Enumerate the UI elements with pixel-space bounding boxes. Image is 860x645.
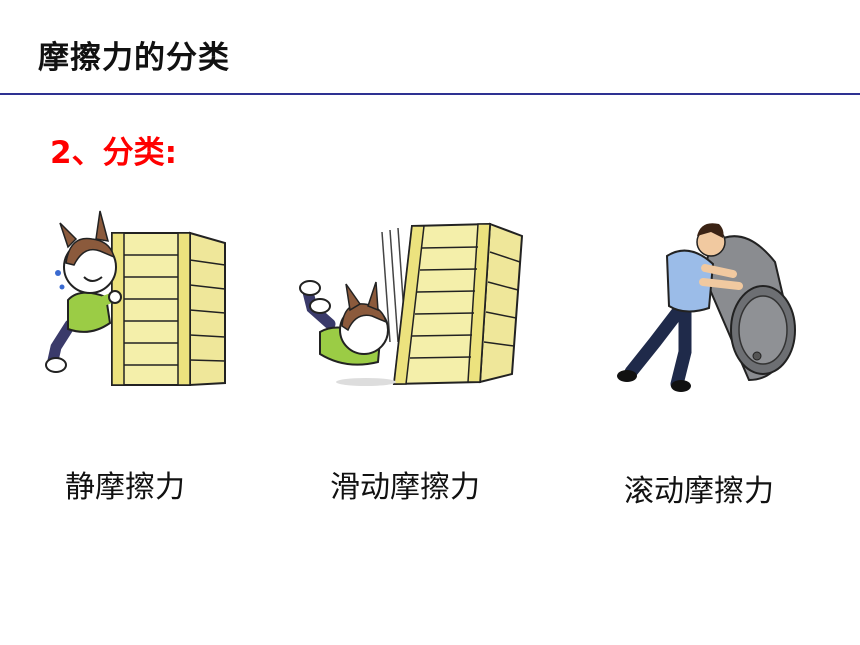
title-underline <box>0 93 860 95</box>
rolling-friction-label: 滚动摩擦力 <box>624 474 774 509</box>
person-sliding-under-crate-icon <box>299 222 524 386</box>
slide-title: 摩擦力的分类 <box>38 40 230 76</box>
section-subtitle: 2、分类: <box>50 135 177 171</box>
person-rolling-barrel-icon <box>617 223 796 392</box>
static-friction-label: 静摩擦力 <box>65 470 185 505</box>
person-pushing-crate-icon <box>45 210 226 387</box>
sliding-friction-label: 滑动摩擦力 <box>330 470 480 505</box>
